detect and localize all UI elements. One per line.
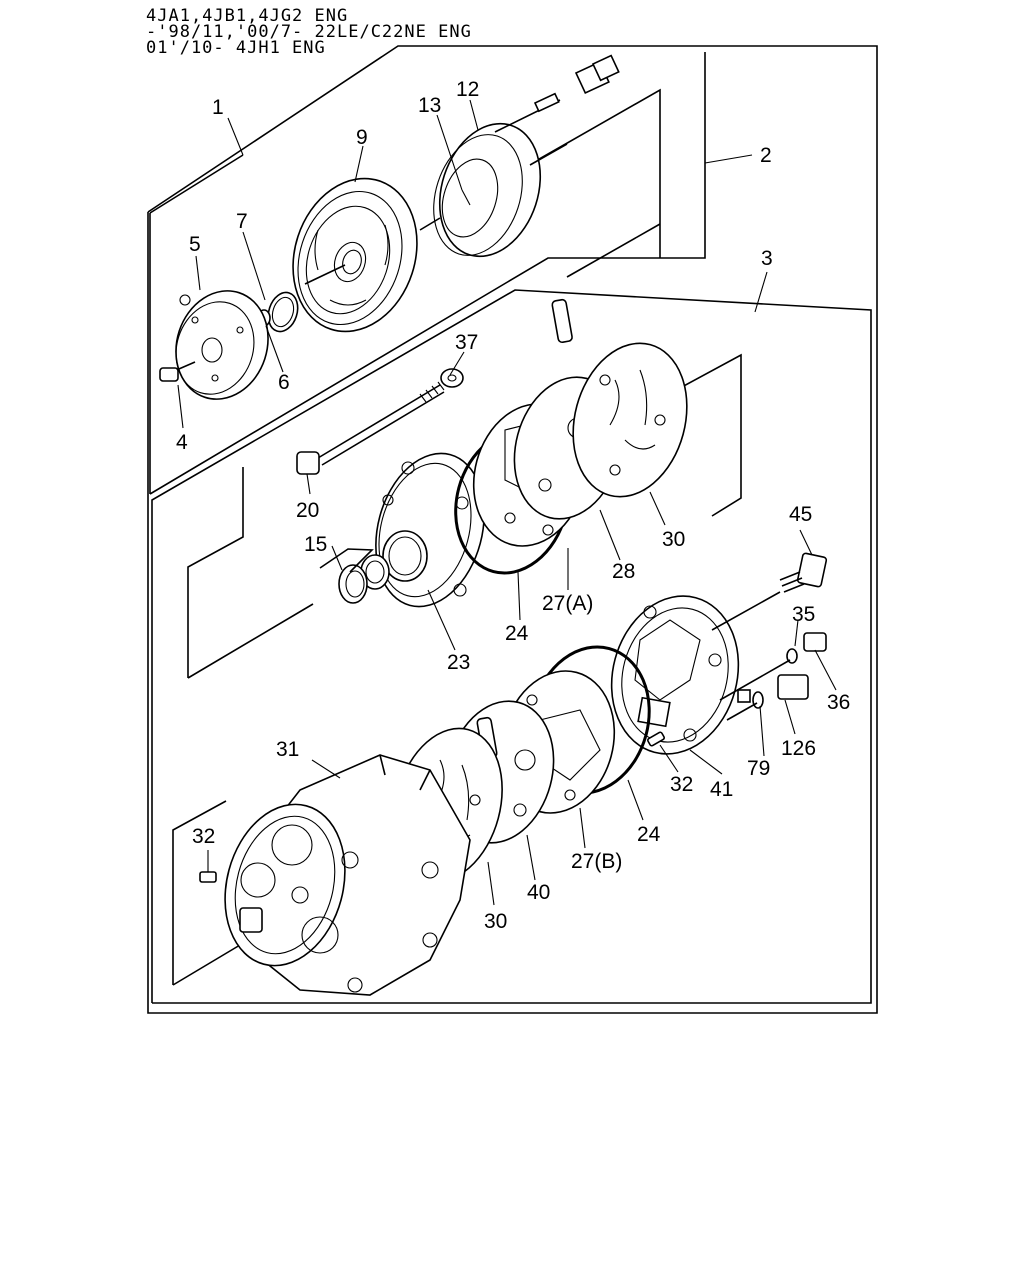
coil-assembly [419,54,620,258]
callout-3: 3 [761,247,773,270]
callout-1: 1 [212,96,224,119]
callout-24-lower: 24 [637,823,661,846]
callout-5: 5 [189,233,201,256]
rear-head [610,595,751,755]
callout-32-lower: 32 [192,825,215,848]
callout-40: 40 [527,881,550,904]
group-2-bracket [533,88,661,278]
through-bolt [296,368,464,475]
callout-6: 6 [278,371,290,394]
callout-30-upper: 30 [662,528,685,551]
callout-41: 41 [710,778,733,801]
callout-36: 36 [827,691,850,714]
callout-12: 12 [456,78,479,101]
group-3-boundary [151,289,872,1004]
callout-27a: 27(A) [542,592,593,615]
shaft-seal [319,548,390,604]
callout-45: 45 [789,503,812,526]
callout-35: 35 [792,603,815,626]
callout-30-lower: 30 [484,910,507,933]
callout-labels: 1 2 3 4 5 6 7 9 12 13 15 20 23 24 24 27(… [176,78,850,933]
callout-31: 31 [276,738,299,761]
pin-upper [647,731,665,747]
fittings [711,552,828,721]
callout-27b: 27(B) [571,850,622,873]
cylinder-housing [224,754,471,996]
header-line-2: -'98/11,'00/7- 22LE/C22NE ENG [146,22,472,42]
callout-20: 20 [296,499,319,522]
pin-lower [199,871,217,883]
callout-24-upper: 24 [505,622,529,645]
callout-28: 28 [612,560,635,583]
callout-79: 79 [747,757,770,780]
callout-13: 13 [418,94,441,117]
pulley [292,177,418,333]
front-head-bracket [187,353,742,679]
callout-37: 37 [455,331,478,354]
callout-9: 9 [356,126,368,149]
drive-plate [164,290,269,400]
callout-23: 23 [447,651,470,674]
leader-lines [177,99,837,906]
callout-7: 7 [236,210,248,233]
group-1-boundary [149,52,706,495]
outer-frame [147,45,878,1014]
reed-valve-upper [572,342,688,498]
callout-2: 2 [760,144,772,167]
callout-15: 15 [304,533,327,556]
callout-4: 4 [176,431,188,454]
callout-32-upper: 32 [670,773,693,796]
bolt-4 [159,367,179,382]
header-line-1: 4JA1,4JB1,4JG2 ENG [146,6,349,26]
rear-housing-bracket [172,800,241,986]
header-line-3: 01'/10- 4JH1 ENG [146,38,326,58]
callout-126: 126 [781,737,816,760]
